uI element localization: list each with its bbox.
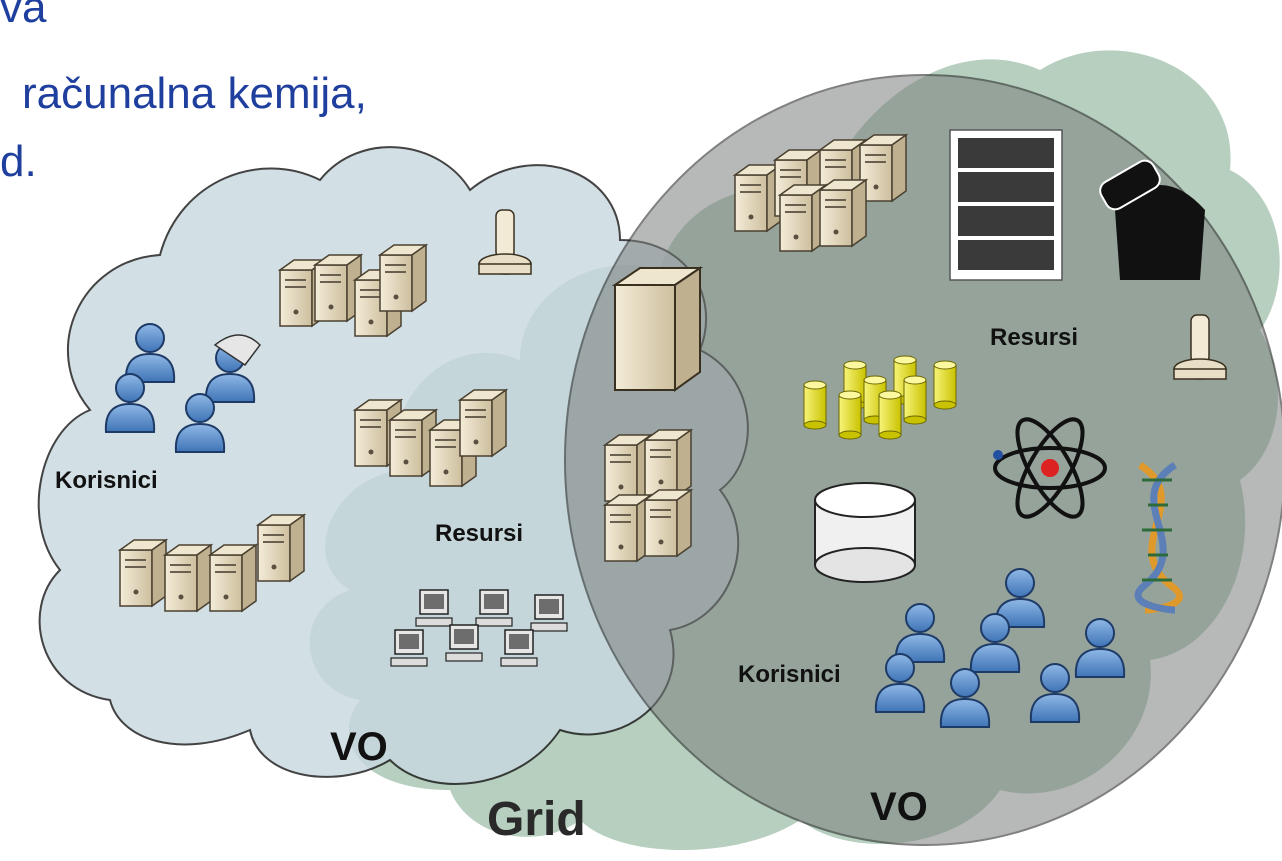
dna-icon bbox=[1134, 462, 1183, 614]
server-icon bbox=[389, 409, 437, 477]
server-icon bbox=[314, 254, 362, 322]
atom-icon bbox=[993, 417, 1107, 519]
computer-icon bbox=[475, 589, 513, 627]
slide-text-line-1: va bbox=[0, 0, 47, 32]
satellite-dish-icon bbox=[213, 334, 261, 367]
storage-rack-icon bbox=[949, 129, 1063, 281]
server-icon bbox=[164, 544, 212, 612]
telescope-icon bbox=[1099, 159, 1205, 280]
left-users-label: Korisnici bbox=[55, 467, 158, 494]
server-icon bbox=[779, 184, 827, 252]
shared-resources bbox=[604, 266, 704, 562]
server-icon bbox=[604, 434, 652, 502]
left-resources-label: Resursi bbox=[435, 520, 523, 547]
server-cabinet-icon bbox=[614, 284, 676, 391]
computer-icon bbox=[445, 624, 483, 662]
storage-cylinder-icon bbox=[803, 380, 827, 430]
server-icon bbox=[734, 164, 782, 232]
slide-text-line-3: d. bbox=[0, 137, 37, 186]
server-icon bbox=[379, 244, 427, 312]
storage-cylinder-icon bbox=[878, 390, 902, 440]
computer-icon bbox=[530, 594, 568, 632]
server-icon bbox=[209, 544, 257, 612]
computer-icon bbox=[415, 589, 453, 627]
left-users-group bbox=[104, 323, 261, 453]
server-icon bbox=[859, 134, 907, 202]
server-icon bbox=[819, 179, 867, 247]
grid-label: Grid bbox=[487, 793, 586, 846]
server-icon bbox=[257, 514, 305, 582]
server-icon bbox=[119, 539, 167, 607]
computer-icon bbox=[500, 629, 538, 667]
server-icon bbox=[604, 494, 652, 562]
storage-cylinder-icon bbox=[903, 375, 927, 425]
right-users-label: Korisnici bbox=[738, 661, 841, 688]
database-icon bbox=[814, 482, 916, 583]
server-cabinet-side bbox=[674, 266, 701, 392]
left-vo-label: VO bbox=[330, 725, 388, 769]
slide-text-line-2: računalna kemija, bbox=[22, 69, 367, 118]
server-icon bbox=[644, 489, 692, 557]
server-icon bbox=[459, 389, 507, 457]
right-resources-label: Resursi bbox=[990, 324, 1078, 351]
computer-icon bbox=[390, 629, 428, 667]
server-icon bbox=[644, 429, 692, 497]
storage-cylinder-icon bbox=[838, 390, 862, 440]
storage-cylinder-icon bbox=[933, 360, 957, 410]
right-vo-label: VO bbox=[870, 785, 928, 829]
